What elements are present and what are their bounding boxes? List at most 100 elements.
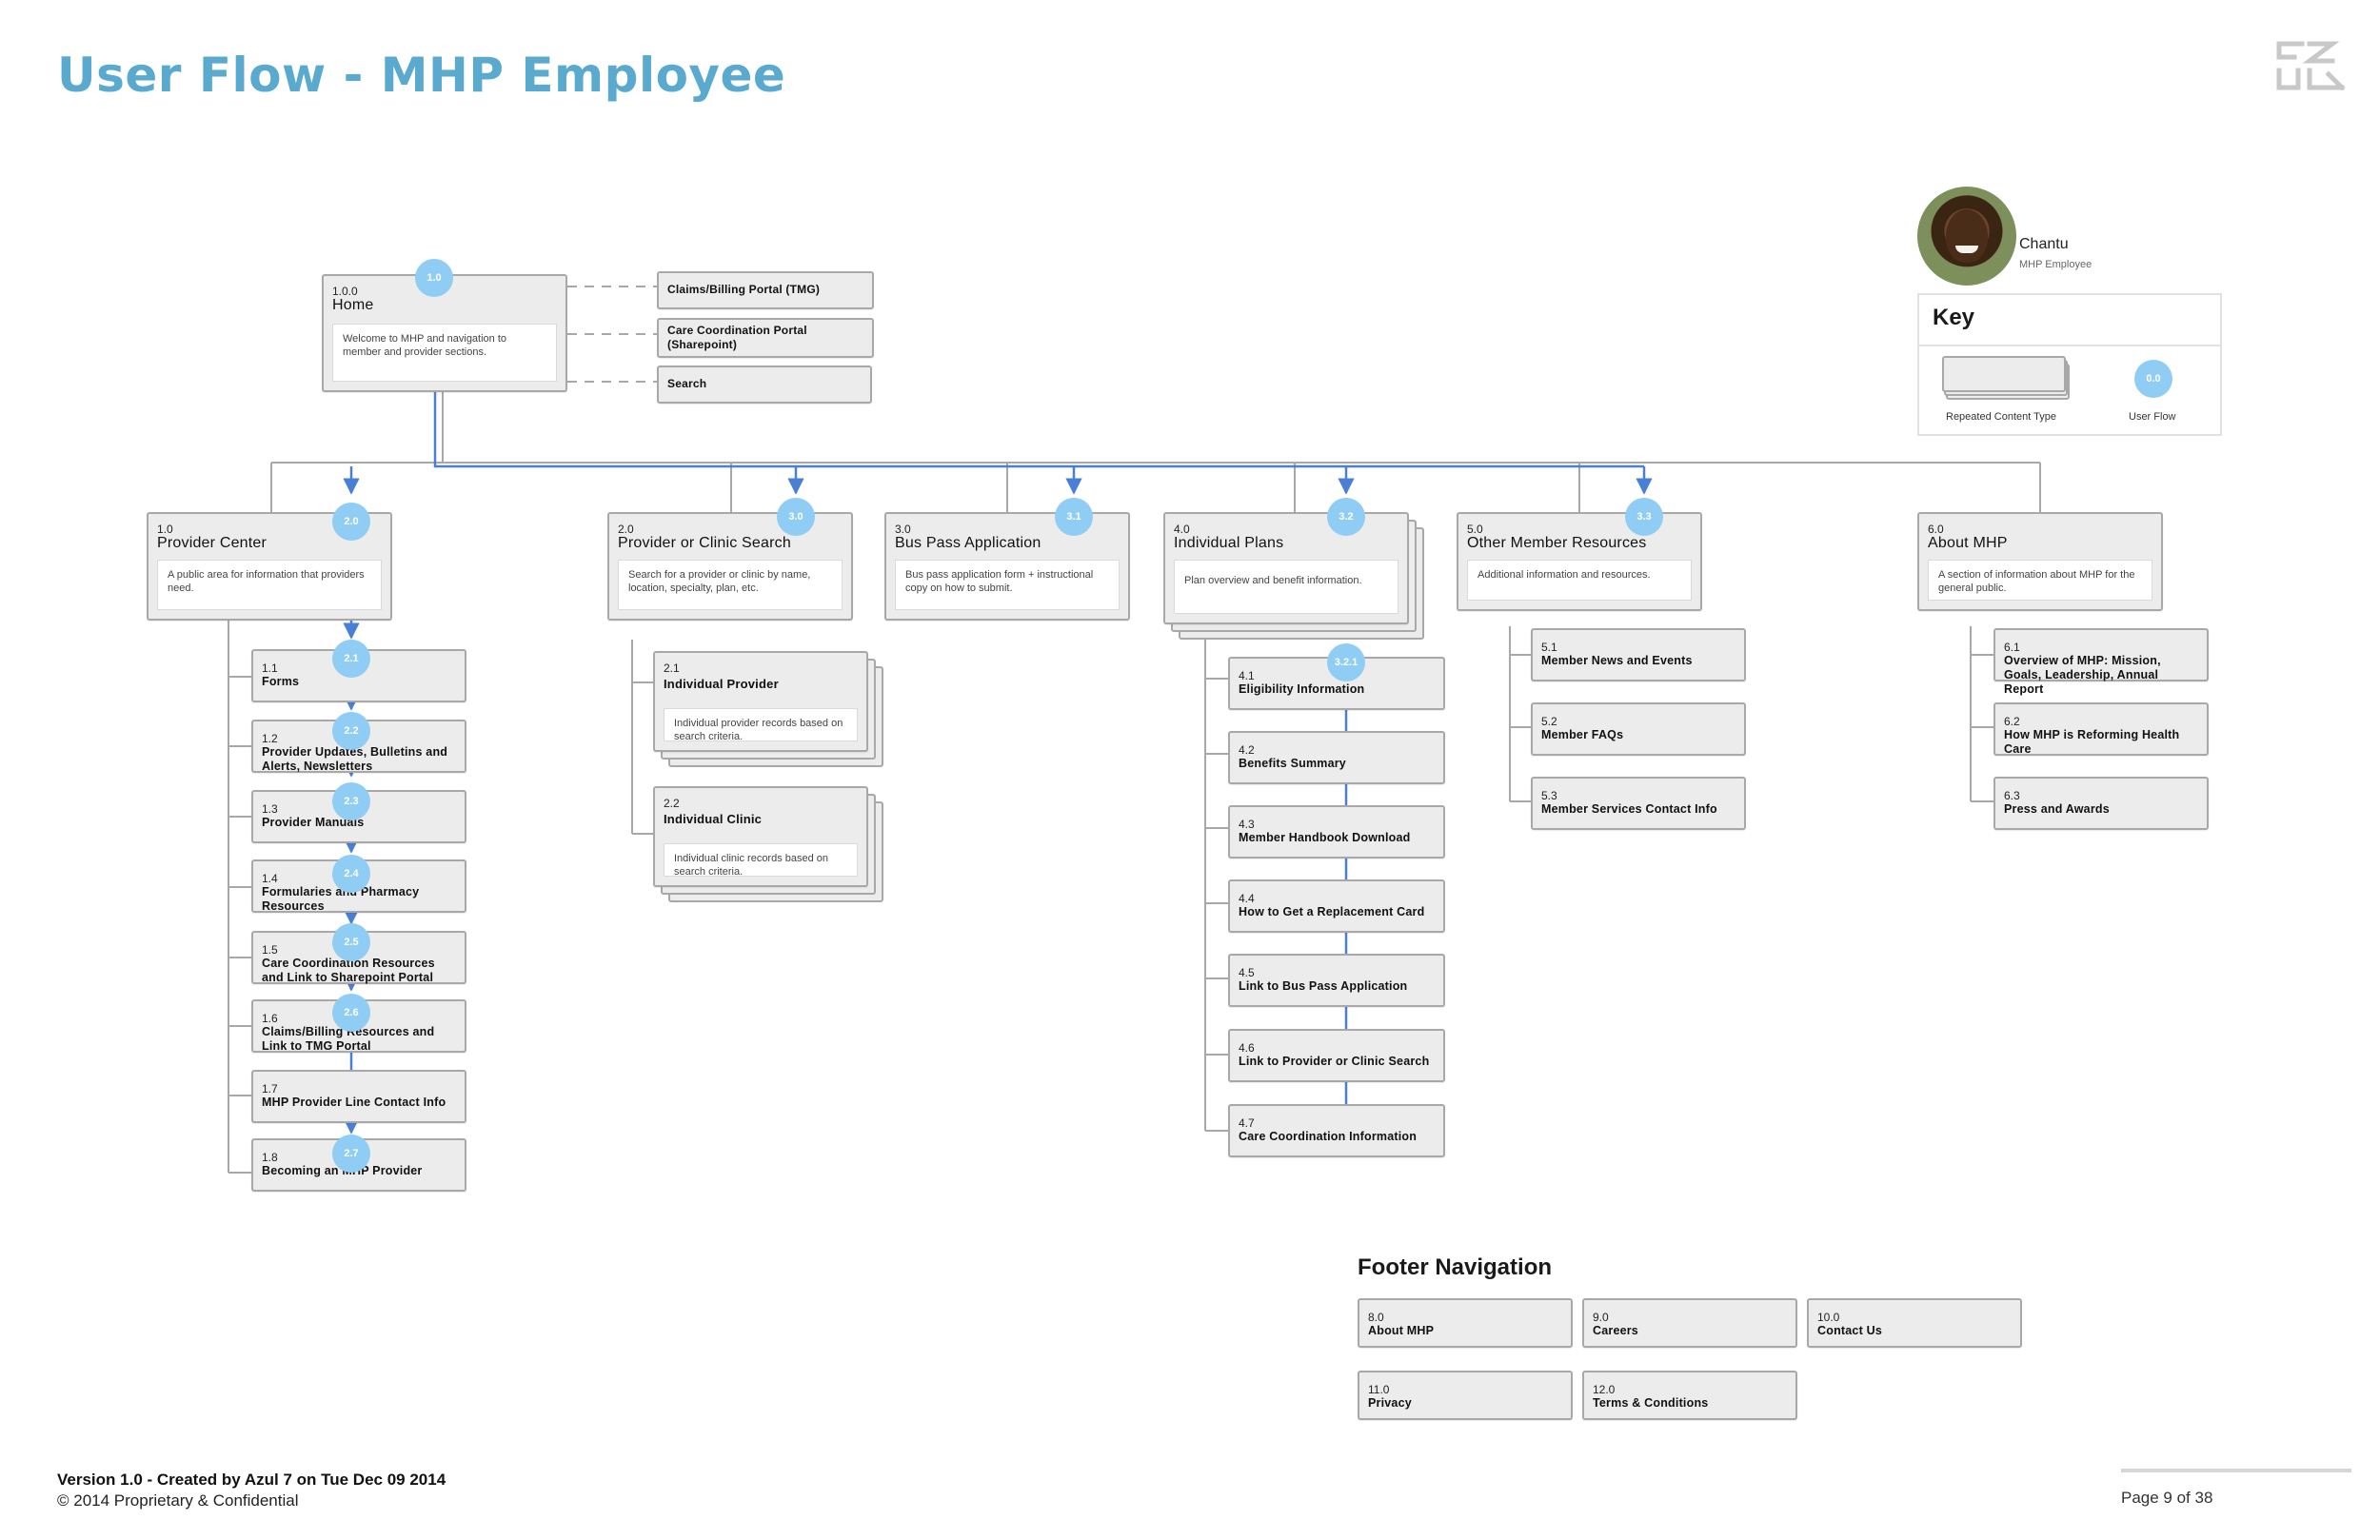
node-label: Member News and Events	[1541, 654, 1693, 667]
node-label: Provider Center	[157, 535, 268, 551]
key-stack-front-icon	[1942, 356, 2066, 392]
node-number: 1.1	[262, 661, 278, 675]
flow-marker: 2.5	[332, 923, 370, 961]
individual-provider-node[interactable]: 2.1 Individual Provider Individual provi…	[653, 651, 868, 752]
node-label: MHP Provider Line Contact Info	[262, 1096, 446, 1109]
persona-role: MHP Employee	[2019, 259, 2092, 270]
node-label: Provider Manuals	[262, 816, 365, 829]
page-divider	[2121, 1469, 2351, 1472]
legend-key: Key 0.0 Repeated Content Type User Flow	[1917, 293, 2222, 436]
node-number: 2.0	[618, 523, 634, 536]
individual-clinic-node[interactable]: 2.2 Individual Clinic Individual clinic …	[653, 786, 868, 887]
flow-marker: 2.7	[332, 1135, 370, 1173]
footer-navigation-title: Footer Navigation	[1358, 1254, 1553, 1280]
flow-marker: 2.6	[332, 994, 370, 1032]
other-member-resources-node[interactable]: 5.0 Other Member Resources Additional in…	[1457, 512, 1702, 611]
node-description: Welcome to MHP and navigation to member …	[332, 324, 557, 382]
node-label: Careers	[1593, 1324, 1638, 1337]
node-label: Claims/Billing Resources and Link to TMG…	[262, 1025, 435, 1053]
bus-pass-application-node[interactable]: 3.0 Bus Pass Application Bus pass applic…	[884, 512, 1130, 621]
node-number: 1.2	[262, 732, 278, 745]
node-label: Press and Awards	[2004, 802, 2110, 816]
node-label: Privacy	[1368, 1396, 1412, 1410]
node-label: Member FAQs	[1541, 728, 1624, 741]
node-number: 1.0	[157, 523, 173, 536]
node-number: 6.0	[1928, 523, 1944, 536]
node-label: Care Coordination Information	[1239, 1130, 1418, 1143]
persona-name: Chantu	[2019, 236, 2069, 252]
node-description: Additional information and resources.	[1467, 560, 1692, 601]
node-number: 4.0	[1174, 523, 1190, 536]
key-title: Key	[1933, 305, 1975, 330]
key-flow-marker: 0.0	[2134, 360, 2172, 398]
node-label: How to Get a Replacement Card	[1239, 905, 1425, 918]
node-number: 2.2	[664, 797, 680, 810]
provider-clinic-search-node[interactable]: 2.0 Provider or Clinic Search Search for…	[607, 512, 853, 621]
node-number: 1.4	[262, 872, 278, 885]
node-number: 10.0	[1817, 1311, 1840, 1324]
node-number: 6.3	[2004, 789, 2020, 802]
node-label: Individual Plans	[1174, 535, 1284, 551]
node-number: 2.1	[664, 661, 680, 675]
flow-marker: 3.2	[1327, 498, 1365, 536]
node-label: Other Member Resources	[1467, 535, 1647, 551]
node-label: Bus Pass Application	[895, 535, 1041, 551]
node-number: 4.4	[1239, 892, 1255, 905]
node-description: Individual clinic records based on searc…	[664, 843, 858, 878]
node-description: Plan overview and benefit information.	[1174, 560, 1398, 614]
node-label: Terms & Conditions	[1593, 1396, 1709, 1410]
node-number: 4.5	[1239, 966, 1255, 979]
care-coordination-portal-link-node[interactable]: Care Coordination Portal (Sharepoint)	[657, 318, 874, 358]
claims-portal-link-node[interactable]: Claims/Billing Portal (TMG)	[657, 271, 874, 309]
node-number: 3.0	[895, 523, 911, 536]
flow-marker: 2.3	[332, 782, 370, 820]
page-number: Page 9 of 38	[2121, 1489, 2213, 1507]
flow-marker: 3.2.1	[1327, 643, 1365, 681]
search-link-node[interactable]: Search	[657, 365, 872, 404]
node-number: 1.5	[262, 943, 278, 957]
node-label: Link to Provider or Clinic Search	[1239, 1055, 1430, 1068]
node-number: 4.1	[1239, 669, 1255, 682]
provider-center-node[interactable]: 1.0 Provider Center A public area for in…	[147, 512, 392, 621]
flow-marker: 2.4	[332, 855, 370, 893]
node-label: Individual Provider	[664, 677, 779, 691]
node-number: 6.2	[2004, 715, 2020, 728]
node-label: Benefits Summary	[1239, 757, 1346, 770]
node-number: 1.8	[262, 1151, 278, 1164]
copyright-notice: © 2014 Proprietary & Confidential	[57, 1491, 299, 1510]
node-description: A section of information about MHP for t…	[1928, 560, 2152, 601]
node-label: About MHP	[1368, 1324, 1435, 1337]
node-label: Home	[332, 297, 374, 313]
node-number: 1.0.0	[332, 285, 358, 298]
node-number: 5.0	[1467, 523, 1483, 536]
node-label: Provider or Clinic Search	[618, 535, 791, 551]
node-number: 6.1	[2004, 641, 2020, 654]
node-number: 1.3	[262, 802, 278, 816]
individual-plans-node[interactable]: 4.0 Individual Plans Plan overview and b…	[1163, 512, 1409, 624]
about-mhp-node[interactable]: 6.0 About MHP A section of information a…	[1917, 512, 2163, 611]
node-label: Claims/Billing Portal (TMG)	[667, 283, 821, 296]
flow-marker: 3.1	[1055, 498, 1093, 536]
node-label: About MHP	[1928, 535, 2008, 551]
node-number: 5.1	[1541, 641, 1557, 654]
flow-marker: 3.0	[777, 498, 815, 536]
